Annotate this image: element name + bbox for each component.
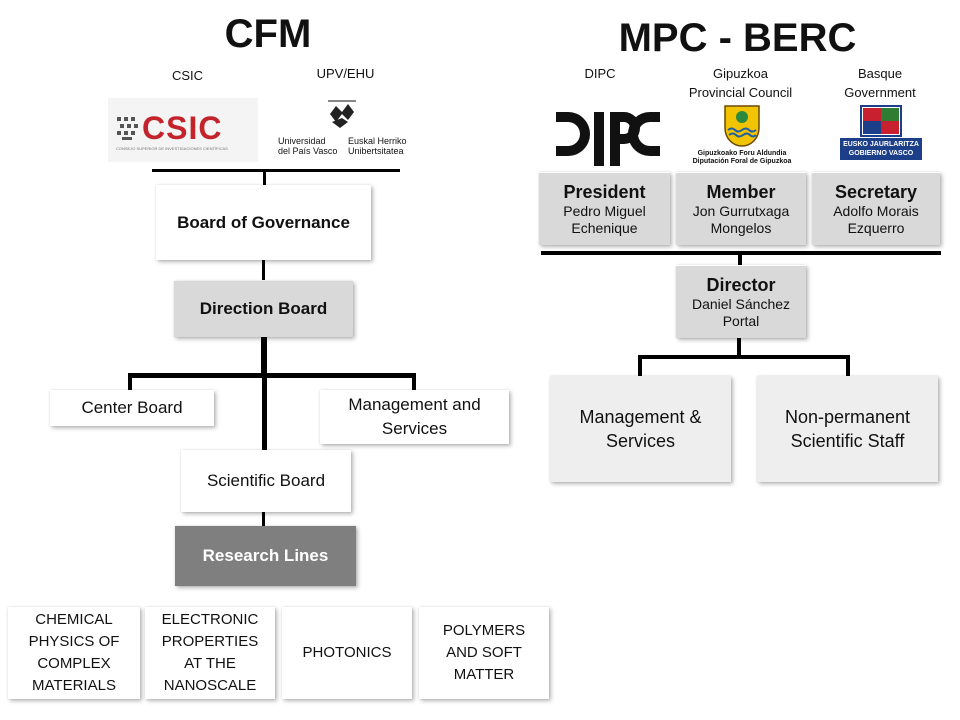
management-and-services-box: Management and Services (320, 390, 509, 444)
director-name-line-1: Daniel Sánchez (691, 296, 791, 312)
member-name-line-2: Mongelos (710, 220, 772, 236)
president-box: President Pedro Miguel Echenique (539, 172, 670, 245)
scientific-staff-line-2: Scientific Staff (790, 431, 905, 451)
research-line-text: ELECTRONIC (161, 611, 259, 628)
research-line-text: AT THE (184, 655, 236, 672)
mpc-connector (846, 355, 850, 376)
upv-logo-left-2: del País Vasco (278, 146, 338, 156)
member-name-line-1: Jon Gurrutxaga (692, 203, 790, 219)
dipc-label: DIPC (584, 66, 616, 81)
board-of-governance-label: Board of Governance (177, 212, 350, 232)
csic-logo: CSIC CONSEJO SUPERIOR DE INVESTIGACIONES… (108, 98, 258, 162)
management-and-services-label-line-1: Management and (348, 395, 481, 414)
mpc-connector (638, 355, 642, 376)
scientific-board-box: Scientific Board (181, 450, 351, 512)
basque-label: Basque Government (830, 64, 930, 102)
basque-government-logo: EUSKO JAURLARITZA GOBIERNO VASCO (840, 104, 922, 162)
upv-ehu-emblem-icon (328, 100, 356, 128)
upv-ehu-label: UPV/EHU (316, 66, 375, 81)
cfm-connector (262, 260, 265, 280)
cfm-connector (412, 373, 416, 390)
director-role: Director (706, 275, 776, 295)
direction-board-label: Direction Board (199, 299, 328, 318)
research-line-polymers: POLYMERS AND SOFT MATTER (419, 607, 549, 699)
basque-label-line-2: Government (844, 85, 916, 100)
gipuzkoa-label-line-1: Gipuzkoa (713, 66, 768, 81)
research-line-text: POLYMERS (442, 622, 526, 639)
center-board-label: Center Board (81, 398, 183, 417)
csic-emblem-icon (117, 117, 138, 140)
basque-shield-icon (860, 105, 902, 137)
dipc-logo (554, 110, 664, 168)
cfm-branch-bar (128, 373, 416, 378)
research-line-text: NANOSCALE (163, 677, 257, 694)
secretary-name-line-2: Ezquerro (847, 220, 905, 236)
president-name-line-1: Pedro Miguel (563, 203, 646, 219)
gipuzkoa-label: Gipuzkoa Provincial Council (668, 64, 813, 102)
scientific-board-label: Scientific Board (206, 471, 326, 490)
secretary-name-line-1: Adolfo Morais (833, 203, 919, 219)
board-of-governance-box: Board of Governance (156, 185, 371, 260)
cfm-connector (128, 373, 132, 390)
scientific-staff-line-1: Non-permanent (784, 407, 911, 427)
gipuzkoa-label-line-2: Provincial Council (688, 85, 793, 100)
cfm-connector (262, 512, 265, 526)
center-board-box: Center Board (50, 390, 214, 426)
cfm-connector (261, 337, 267, 375)
research-lines-box: Research Lines (175, 526, 356, 586)
research-line-text: MATTER (453, 666, 515, 683)
upv-logo-left-1: Universidad (278, 136, 326, 146)
president-name-line-2: Echenique (571, 220, 638, 236)
director-box: Director Daniel Sánchez Portal (676, 265, 806, 338)
research-line-text: PHYSICS OF (28, 633, 120, 650)
research-lines-label: Research Lines (202, 546, 329, 565)
csic-logo-text: CSIC (142, 110, 223, 146)
cfm-top-bar (152, 169, 400, 172)
research-line-electronic-properties: ELECTRONIC PROPERTIES AT THE NANOSCALE (145, 607, 275, 699)
basque-logo-text-2: GOBIERNO VASCO (848, 150, 914, 157)
csic-label: CSIC (171, 68, 204, 83)
basque-logo-text-1: EUSKO JAURLARITZA (843, 141, 919, 148)
research-line-photonics: PHOTONICS (282, 607, 412, 699)
mpc-management-services-box: Management & Services (550, 376, 731, 482)
upv-logo-right-2: Unibertsitatea (348, 146, 404, 156)
cfm-title: CFM (224, 12, 312, 56)
director-name-line-2: Portal (722, 313, 760, 329)
basque-label-line-1: Basque (857, 66, 903, 81)
basque-logo-band (840, 138, 922, 160)
mpc-branch-bar (638, 355, 850, 359)
research-line-text: AND SOFT (446, 644, 522, 661)
mpc-berc-title: MPC - BERC (618, 16, 857, 60)
research-line-text: PROPERTIES (161, 633, 259, 650)
member-box: Member Jon Gurrutxaga Mongelos (676, 172, 806, 245)
upv-ehu-logo: Universidad del País Vasco Euskal Herrik… (276, 96, 410, 162)
research-line-text: MATERIALS (32, 677, 116, 694)
research-line-text: PHOTONICS (302, 644, 392, 661)
gipuzkoa-logo: Gipuzkoako Foru Aldundia Diputación Fora… (686, 104, 798, 166)
csic-logo-subtext: CONSEJO SUPERIOR DE INVESTIGACIONES CIEN… (116, 146, 228, 151)
gipuzkoa-shield-icon (724, 105, 760, 147)
president-role: President (563, 182, 646, 202)
cfm-connector (263, 169, 266, 186)
gipuzkoa-logo-text-1: Gipuzkoako Foru Aldundia (697, 150, 787, 157)
research-line-text: CHEMICAL (35, 611, 113, 628)
scientific-staff-box: Non-permanent Scientific Staff (757, 376, 938, 482)
mpc-management-services-line-2: Services (605, 431, 676, 451)
member-role: Member (706, 182, 776, 202)
secretary-role: Secretary (834, 182, 918, 202)
direction-board-box: Direction Board (174, 281, 353, 337)
mpc-connector (738, 254, 742, 266)
mpc-board-bar (541, 251, 941, 255)
dipc-logo-icon (556, 112, 660, 166)
cfm-connector (262, 375, 267, 450)
mpc-management-services-line-1: Management & (579, 407, 702, 427)
management-and-services-label-line-2: Services (381, 419, 448, 438)
research-line-chemical-physics: CHEMICAL PHYSICS OF COMPLEX MATERIALS (8, 607, 140, 699)
secretary-box: Secretary Adolfo Morais Ezquerro (812, 172, 940, 245)
mpc-connector (737, 338, 741, 357)
upv-logo-right-1: Euskal Herriko (348, 136, 407, 146)
gipuzkoa-logo-text-2: Diputación Foral de Gipuzkoa (692, 158, 792, 165)
research-line-text: COMPLEX (37, 655, 111, 672)
